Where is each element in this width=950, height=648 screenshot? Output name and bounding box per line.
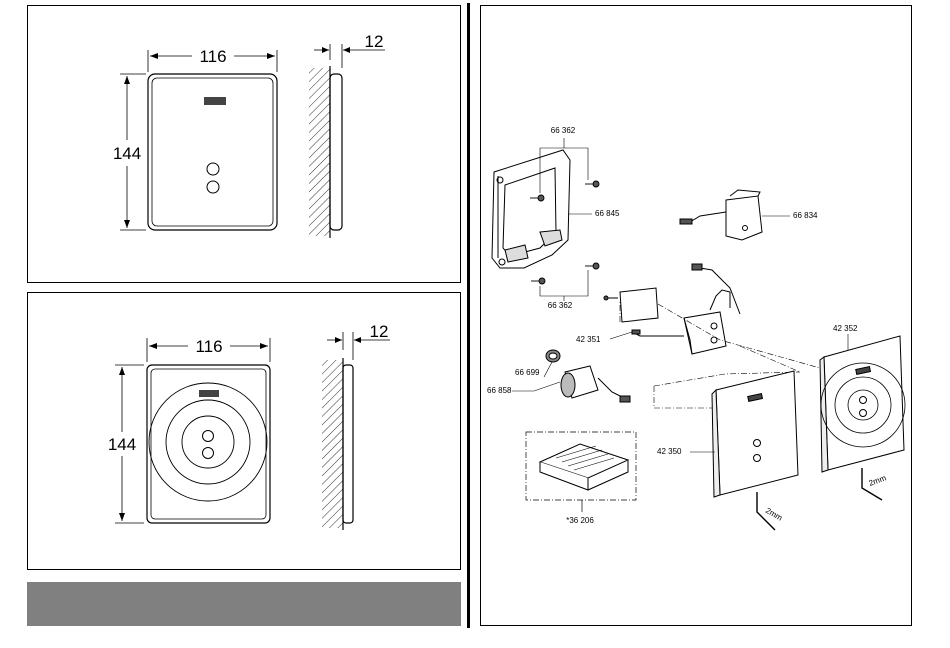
label-valve: 66 858 xyxy=(487,386,512,395)
bottom-side-view: 12 xyxy=(322,322,390,530)
bottom-depth-label: 12 xyxy=(370,322,389,341)
label-solenoid: 66 834 xyxy=(793,211,818,220)
label-screws-top: 66 362 xyxy=(551,126,576,135)
label-frame: 66 845 xyxy=(595,209,620,218)
front-panel-42352 xyxy=(820,334,905,472)
bottom-height-label: 144 xyxy=(108,435,136,454)
bottom-width-label: 116 xyxy=(195,337,222,356)
bottom-height-dimension: 144 xyxy=(108,365,144,523)
battery-box xyxy=(526,432,636,512)
label-hex-key-2: 2mm xyxy=(868,473,888,488)
label-panel-front: 42 350 xyxy=(657,447,682,456)
exploded-view: 66 362 66 845 66 362 66 834 42 351 xyxy=(480,5,912,626)
grohe-logo-icon xyxy=(199,390,219,397)
label-battery: *36 206 xyxy=(566,516,594,525)
label-filter: 66 699 xyxy=(515,368,540,377)
sensor-button-icon xyxy=(203,431,214,442)
mounting-frame xyxy=(492,150,570,268)
label-cable: 42 351 xyxy=(576,335,601,344)
filter-valve xyxy=(546,350,630,402)
bottom-width-dimension: 116 xyxy=(147,337,270,362)
front-panel-42350 xyxy=(690,371,798,497)
label-hex-key-1: 2mm xyxy=(764,506,784,523)
grey-footer-bar xyxy=(27,582,461,626)
bottom-front-plate xyxy=(147,365,270,523)
label-screws-bottom: 66 362 xyxy=(548,301,573,310)
solenoid-valve xyxy=(680,190,790,240)
sensor-button-icon xyxy=(203,448,214,459)
label-panel-front-right: 42 352 xyxy=(833,324,858,333)
bottom-drawing: 116 144 12 xyxy=(0,0,470,580)
electronic-module xyxy=(604,264,740,354)
